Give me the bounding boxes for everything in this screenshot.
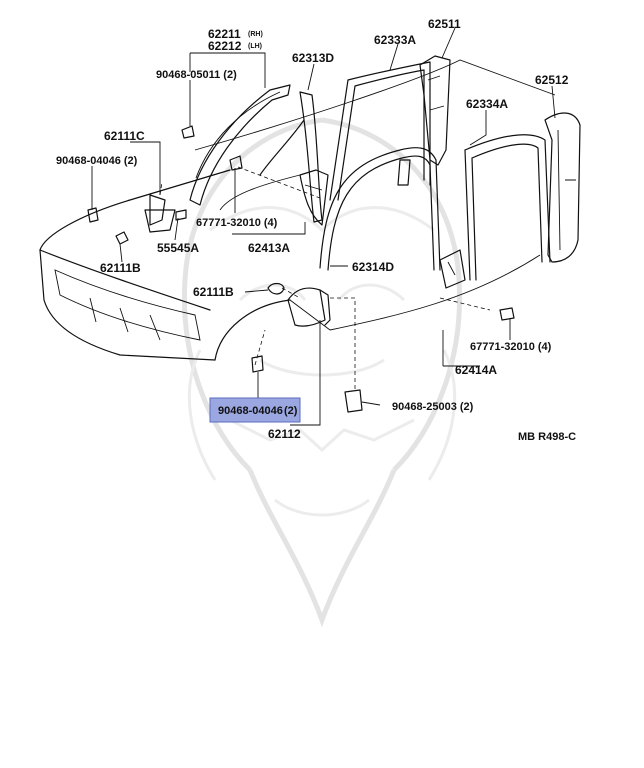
part-62211-pillar-garnish <box>189 84 291 206</box>
label-62211-side: (RH) <box>248 31 263 38</box>
label-90468-04046-top[interactable]: 90468-04046 (2) <box>56 155 138 167</box>
part-62511-center-pillar <box>397 55 451 186</box>
label-90468-05011[interactable]: 90468-05011 (2) <box>156 69 237 81</box>
label-62211[interactable]: 62211 <box>208 27 241 41</box>
label-62334A[interactable]: 62334A <box>466 97 508 111</box>
assembly-dashed-lines <box>159 166 491 390</box>
part-62112-cowl-side <box>287 287 331 327</box>
label-62111B-a[interactable]: 62111B <box>100 261 141 275</box>
label-62111C[interactable]: 62111C <box>104 129 145 143</box>
part-62333A-door-trim <box>329 61 431 201</box>
clips-and-fasteners <box>87 125 515 413</box>
label-62212-side: (LH) <box>248 43 262 50</box>
part-labels: 62211 (RH) 62212 (LH) 62511 62333A 62313… <box>56 17 576 443</box>
label-62333A[interactable]: 62333A <box>374 33 416 47</box>
label-62212[interactable]: 62212 <box>208 39 242 53</box>
label-90468-04046-highlight[interactable]: 90468-04046 <box>218 405 283 417</box>
car-body-outline <box>39 59 556 361</box>
part-62413A-pillar-trim <box>299 169 329 226</box>
leader-lines <box>91 27 556 426</box>
label-62313D[interactable]: 62313D <box>292 51 334 65</box>
label-62511[interactable]: 62511 <box>428 17 461 31</box>
label-62414A[interactable]: 62414A <box>455 363 497 377</box>
label-90468-04046-highlight-qty: (2) <box>284 405 298 417</box>
part-62414A-lower-trim <box>439 249 466 289</box>
label-62413A[interactable]: 62413A <box>248 241 290 255</box>
label-67771-32010-b[interactable]: 67771-32010 (4) <box>470 341 552 353</box>
label-62111B-b[interactable]: 62111B <box>193 285 234 299</box>
watermark-emblem <box>181 117 463 628</box>
diagram-code: MB R498-C <box>518 431 576 443</box>
label-55545A[interactable]: 55545A <box>157 241 199 255</box>
part-62334A-rear-door-trim <box>464 134 551 281</box>
part-62313D-weatherstrip <box>259 91 323 223</box>
label-62112[interactable]: 62112 <box>268 427 301 441</box>
label-90468-25003[interactable]: 90468-25003 (2) <box>392 401 474 413</box>
part-62314D-weatherstrip <box>319 147 441 271</box>
label-62512[interactable]: 62512 <box>535 73 569 87</box>
part-62512-rear-quarter <box>544 112 581 263</box>
label-62314D[interactable]: 62314D <box>352 260 394 274</box>
highlight-box <box>209 397 301 423</box>
label-67771-32010-a[interactable]: 67771-32010 (4) <box>196 217 278 229</box>
